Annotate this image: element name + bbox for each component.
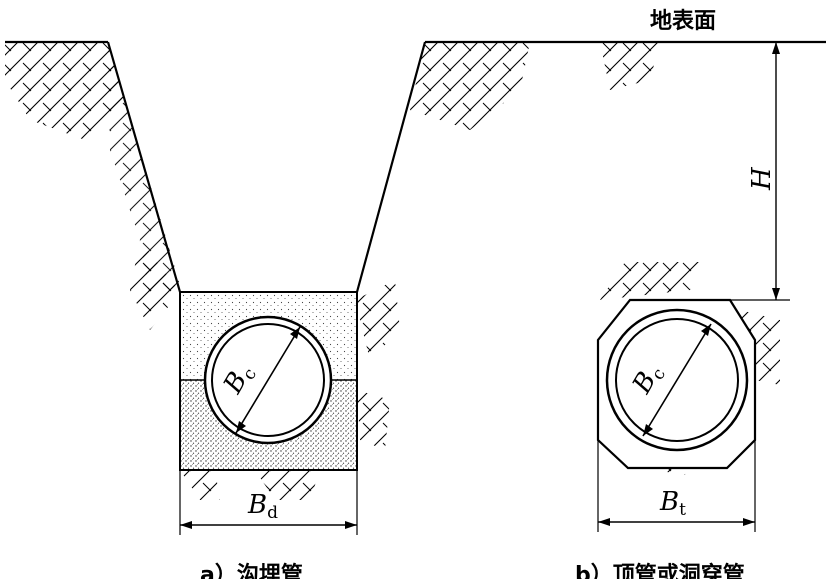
bore-width-label: Bt [659, 487, 686, 520]
caption-b: b）顶管或洞穿管 [575, 562, 745, 579]
trench-width-dimension [179, 470, 358, 535]
trench-wall-right [355, 41, 427, 293]
depth-label: H [747, 166, 777, 191]
bore-width-dimension [597, 440, 756, 532]
ground-surface-label: 地表面 [650, 9, 716, 34]
trench-wall-left [106, 41, 182, 293]
caption-a: a）沟埋管 [200, 562, 303, 579]
trench-width-label: Bd [247, 490, 278, 523]
depth-dimension [690, 42, 790, 301]
diameter-arrow-b [642, 323, 712, 437]
diameter-arrow-a [235, 326, 301, 434]
